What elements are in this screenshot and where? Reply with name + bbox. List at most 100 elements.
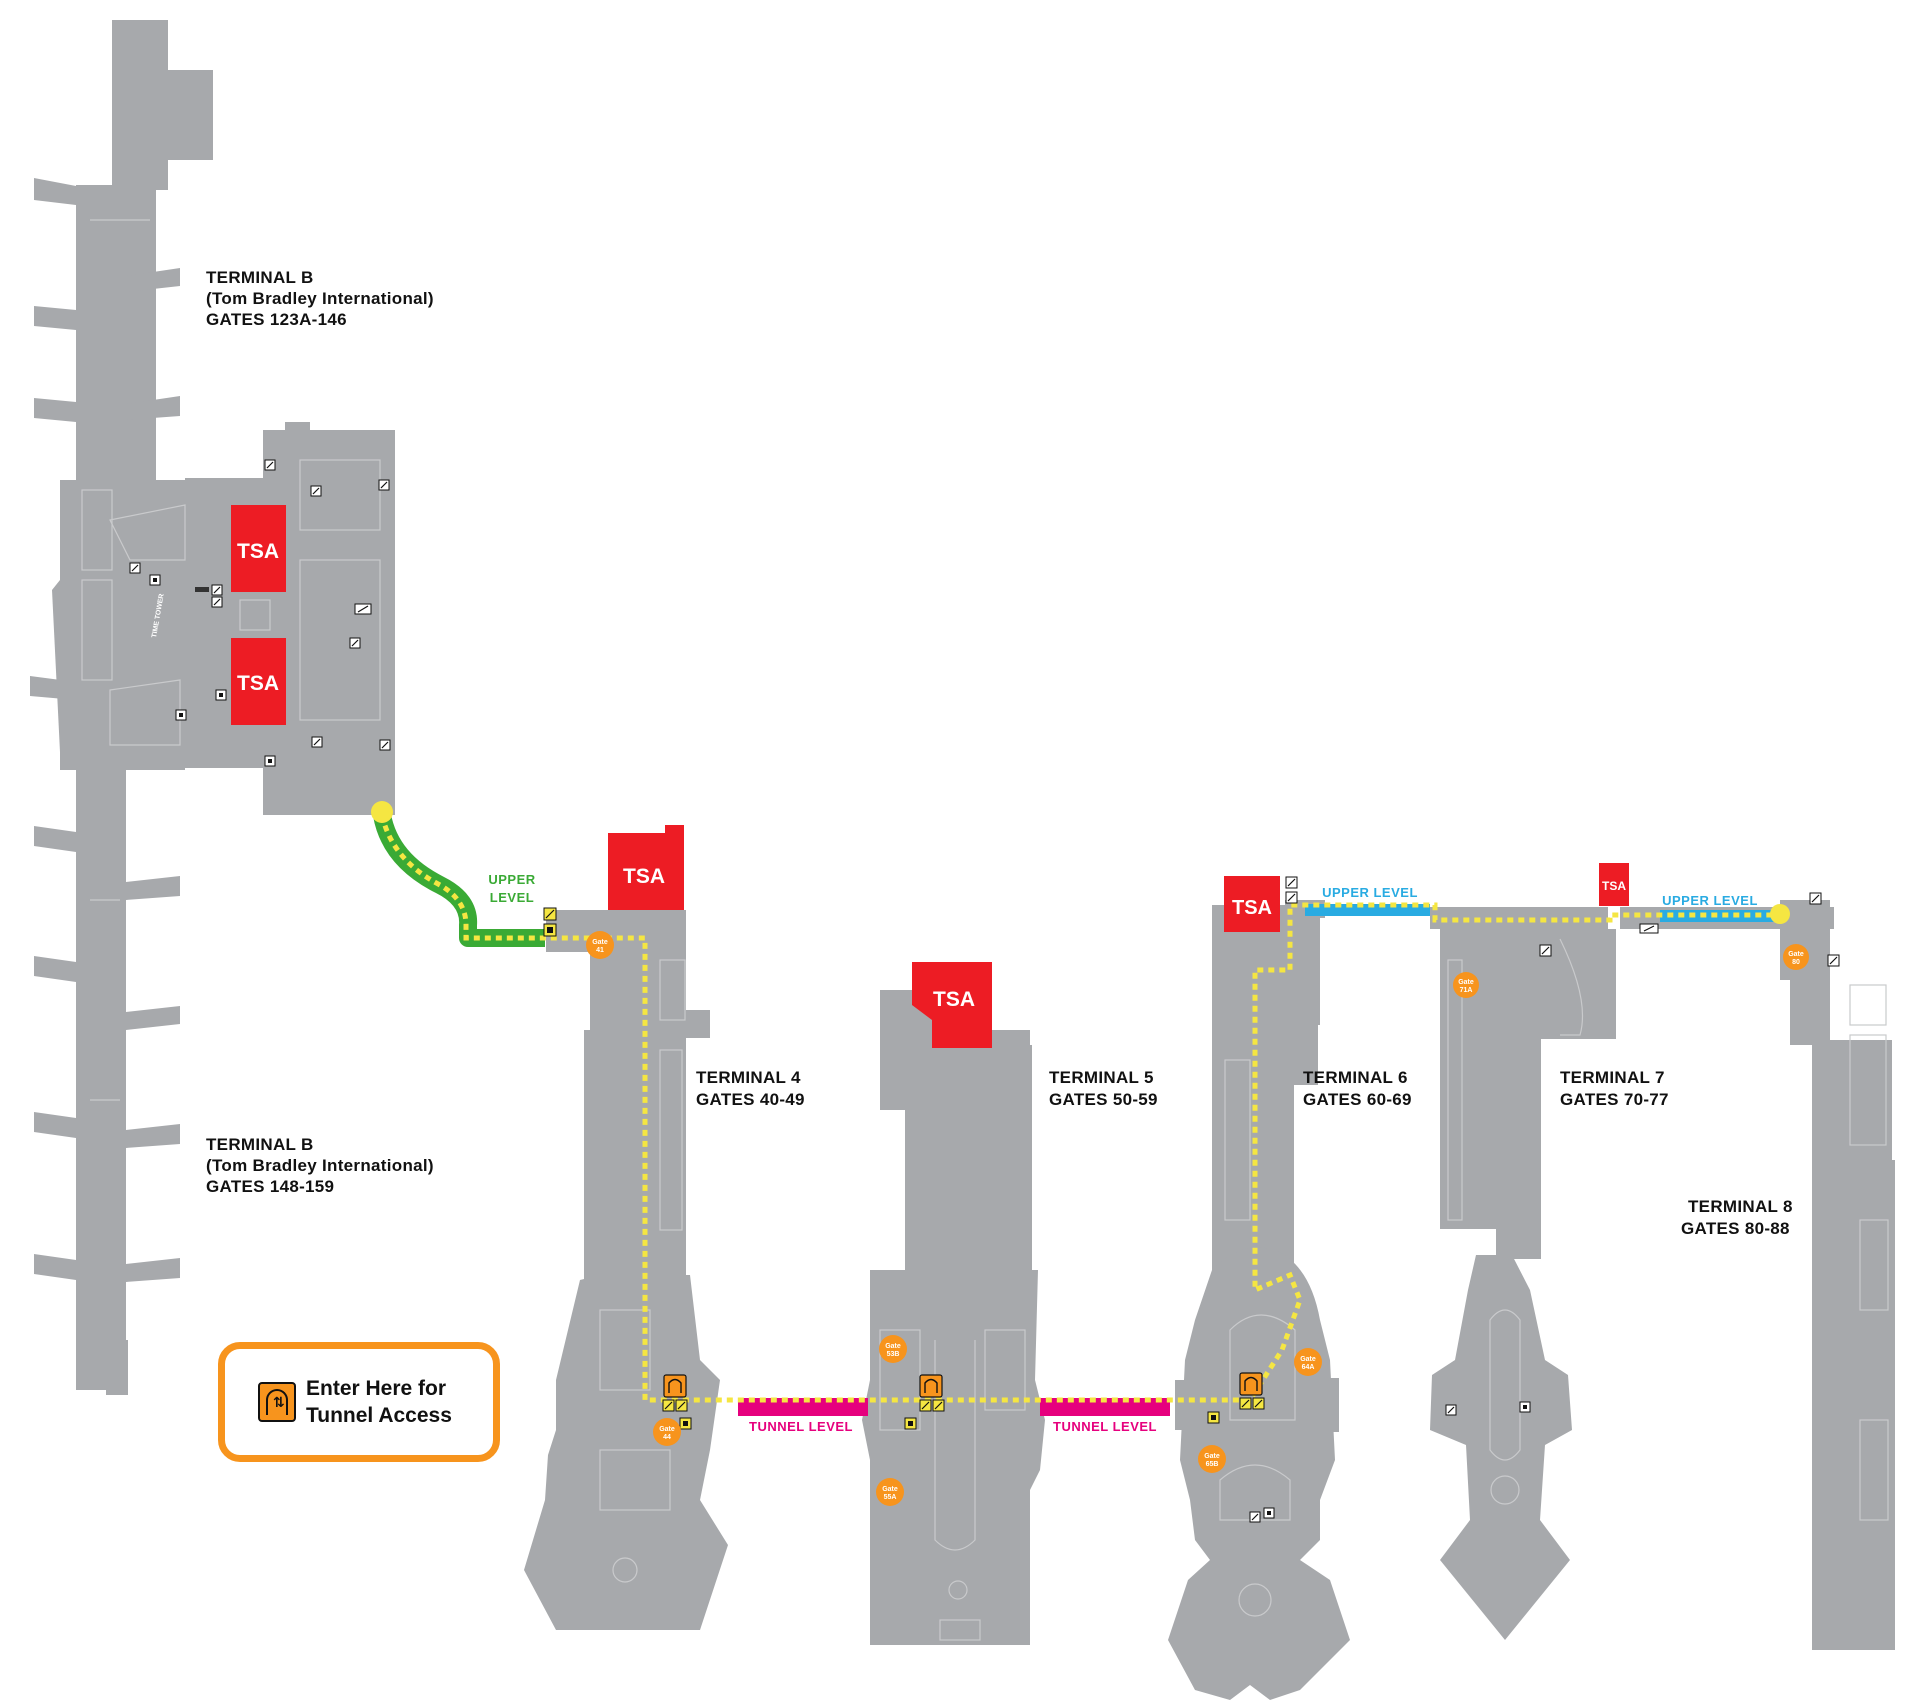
terminal-8-interior <box>1849 984 1889 1521</box>
tunnel-level-walkway-t4-t5 <box>738 1398 868 1416</box>
svg-text:TERMINAL B: TERMINAL B <box>206 1135 314 1154</box>
terminal-7-label: TERMINAL 7 GATES 70-77 <box>1560 1068 1669 1109</box>
svg-text:TERMINAL 6: TERMINAL 6 <box>1303 1068 1408 1087</box>
svg-text:Gate: Gate <box>882 1486 898 1493</box>
tsa-label: TSA <box>1602 879 1626 893</box>
terminal-7-interior <box>1447 938 1584 1505</box>
tsa-label: TSA <box>933 988 975 1011</box>
tunnel-level-label: TUNNEL LEVEL <box>1053 1419 1157 1434</box>
gate-marker-41: Gate 41 <box>586 931 614 959</box>
elevator-icon <box>1519 1401 1531 1413</box>
tunnel-access-legend: ⇅ Enter Here for Tunnel Access <box>218 1342 500 1462</box>
svg-text:TERMINAL B: TERMINAL B <box>206 268 314 287</box>
tsa-checkpoint-t5: TSA <box>912 962 992 1048</box>
escalator-icon <box>675 1399 688 1412</box>
svg-text:GATES 148-159: GATES 148-159 <box>206 1177 334 1196</box>
svg-text:71A: 71A <box>1460 987 1473 994</box>
gate-marker-80: Gate 80 <box>1783 944 1809 970</box>
terminal-b-north-label: TERMINAL B (Tom Bradley International) G… <box>206 268 434 329</box>
terminal-4-interior <box>599 959 686 1583</box>
svg-text:TERMINAL 7: TERMINAL 7 <box>1560 1068 1665 1087</box>
gate-marker-55a: Gate 55A <box>876 1478 904 1506</box>
elevator-icon <box>679 1417 692 1430</box>
escalator-icon <box>1539 944 1552 957</box>
escalator-icon <box>1239 1397 1252 1410</box>
tsa-checkpoint-b-lower: TSA <box>231 638 286 725</box>
escalator-icon <box>932 1399 945 1412</box>
tunnel-access-icon <box>1239 1372 1263 1396</box>
upper-level-label: UPPER LEVEL <box>1322 885 1418 900</box>
tsa-checkpoint-t7: TSA <box>1599 863 1629 906</box>
upper-level-label: UPPER LEVEL <box>1662 893 1758 908</box>
svg-text:GATES 70-77: GATES 70-77 <box>1560 1090 1669 1109</box>
tsa-label: TSA <box>237 540 279 563</box>
svg-text:Gate: Gate <box>1458 979 1474 986</box>
svg-text:(Tom Bradley International): (Tom Bradley International) <box>206 1156 434 1175</box>
svg-text:Gate: Gate <box>659 1426 675 1433</box>
walking-route <box>379 814 1780 1403</box>
svg-text:(Tom Bradley International): (Tom Bradley International) <box>206 289 434 308</box>
svg-text:53B: 53B <box>887 1351 900 1358</box>
escalator-icon <box>1639 923 1659 934</box>
svg-text:64A: 64A <box>1302 1364 1315 1371</box>
escalator-icon <box>378 479 390 491</box>
terminal-8-label: TERMINAL 8 GATES 80-88 <box>1681 1197 1792 1238</box>
escalator-icon <box>543 907 557 921</box>
svg-text:GATES 123A-146: GATES 123A-146 <box>206 310 347 329</box>
tsa-label: TSA <box>1232 897 1272 919</box>
escalator-icon <box>1285 891 1298 904</box>
svg-text:GATES 50-59: GATES 50-59 <box>1049 1090 1158 1109</box>
elevator-icon <box>175 709 187 721</box>
svg-text:44: 44 <box>663 1434 671 1441</box>
elevator-icon <box>1263 1507 1275 1519</box>
escalator-icon <box>311 736 323 748</box>
tunnel-access-icon <box>663 1374 687 1398</box>
svg-text:41: 41 <box>596 947 604 954</box>
tunnel-level-label: TUNNEL LEVEL <box>749 1419 853 1434</box>
escalator-icon <box>129 562 141 574</box>
elevator-icon <box>215 689 227 701</box>
svg-text:Gate: Gate <box>1300 1356 1316 1363</box>
escalator-icon <box>354 603 372 615</box>
terminal-6-building <box>1168 900 1350 1700</box>
escalator-icon <box>919 1399 932 1412</box>
tsa-checkpoint-t6: TSA <box>1224 876 1280 932</box>
escalator-icon <box>1285 876 1298 889</box>
legend-line-2: Tunnel Access <box>306 1404 452 1427</box>
svg-text:GATES 60-69: GATES 60-69 <box>1303 1090 1412 1109</box>
elevator-icon <box>1207 1411 1220 1424</box>
svg-text:GATES 40-49: GATES 40-49 <box>696 1090 805 1109</box>
terminal-5-building <box>862 990 1170 1645</box>
svg-text:55A: 55A <box>884 1494 897 1501</box>
terminal-8-building <box>1620 900 1895 1650</box>
upper-level-blue-walkway-t7-t8 <box>1660 910 1780 922</box>
gate-marker-64a: Gate 64A <box>1294 1348 1322 1376</box>
upper-level-blue-walkway-t6-t7 <box>1305 904 1430 916</box>
gate-marker-71a: Gate 71A <box>1453 972 1479 998</box>
svg-text:Gate: Gate <box>885 1343 901 1350</box>
elevator-icon <box>543 923 557 937</box>
escalator-icon <box>310 485 322 497</box>
terminal-b-interior <box>81 219 381 1101</box>
terminal-b-south-label: TERMINAL B (Tom Bradley International) G… <box>206 1135 434 1196</box>
elevator-icon <box>149 574 161 586</box>
escalator-icon <box>662 1399 675 1412</box>
escalator-icon <box>1809 892 1822 905</box>
tsa-checkpoint-t4: TSA <box>608 825 684 910</box>
svg-text:Gate: Gate <box>1788 951 1804 958</box>
bench-icon <box>195 587 209 592</box>
elevator-icon <box>904 1417 917 1430</box>
tunnel-access-icon <box>919 1374 943 1398</box>
tsa-label: TSA <box>623 865 665 888</box>
svg-text:TERMINAL 5: TERMINAL 5 <box>1049 1068 1154 1087</box>
escalator-icon <box>379 739 391 751</box>
start-point-marker <box>371 801 393 823</box>
escalator-icon <box>349 637 361 649</box>
escalator-icon <box>264 459 276 471</box>
escalator-icon <box>211 596 223 608</box>
terminal-4-building <box>524 910 868 1630</box>
terminal-5-label: TERMINAL 5 GATES 50-59 <box>1049 1068 1158 1109</box>
svg-text:Gate: Gate <box>592 939 608 946</box>
svg-text:TERMINAL 4: TERMINAL 4 <box>696 1068 801 1087</box>
